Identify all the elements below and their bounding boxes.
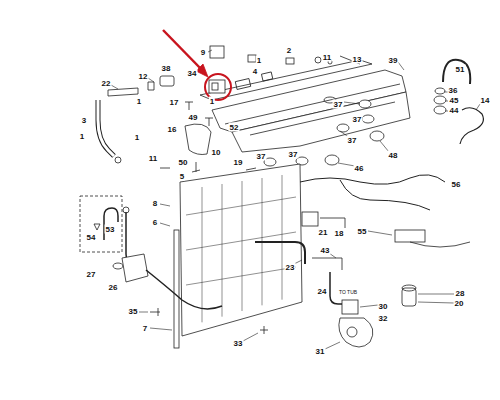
callout-number: 6: [152, 218, 158, 227]
callout-number: 37: [256, 152, 267, 161]
callout-number: 7: [142, 324, 148, 333]
callout-number: 17: [169, 98, 180, 107]
callout-number: 31: [315, 347, 326, 356]
callout-number: 11: [322, 53, 332, 62]
callout-number: 1: [134, 133, 140, 142]
callout-number: 21: [318, 228, 329, 237]
callout-number: TO TUB: [338, 289, 358, 295]
callout-number: 54: [86, 233, 97, 242]
callout-number: 43: [320, 246, 331, 255]
callout-number: 8: [152, 199, 158, 208]
callout-number: 2: [286, 46, 292, 55]
callout-number: 33: [233, 339, 244, 348]
callout-number: 53: [105, 225, 116, 234]
callout-number: 5: [179, 172, 185, 181]
callout-number: 9: [200, 48, 206, 57]
callout-number: 3: [81, 116, 87, 125]
callout-number: 30: [378, 302, 389, 311]
callout-number: 19: [233, 158, 244, 167]
callout-number: 52: [229, 123, 240, 132]
callout-number: 11: [148, 154, 158, 163]
callout-number: 1: [136, 97, 142, 106]
panel-rib: [242, 181, 243, 311]
panel-rib: [186, 267, 296, 285]
callout-number: 14: [480, 96, 491, 105]
knobs: [264, 88, 446, 166]
callout-number: 27: [86, 270, 97, 279]
callout-number: 37: [288, 150, 299, 159]
callout-number: 35: [128, 307, 139, 316]
callout-number: 4: [252, 67, 258, 76]
panel-rib: [282, 175, 283, 300]
switch-part: [209, 80, 225, 93]
callout-number: 37: [352, 115, 363, 124]
leader-lines: [111, 50, 480, 349]
callout-number: 32: [378, 314, 389, 323]
panel-rib: [202, 187, 203, 322]
callout-number: 34: [187, 69, 198, 78]
callout-number: 20: [454, 299, 465, 308]
callout-number: 56: [451, 180, 462, 189]
callout-number: 1: [256, 56, 262, 65]
callout-number: 26: [108, 283, 119, 292]
callout-number: 28: [455, 289, 466, 298]
callout-number: 12: [138, 72, 149, 81]
callout-number: 48: [388, 151, 399, 160]
callout-number: 24: [317, 287, 328, 296]
callout-number: 37: [347, 136, 358, 145]
callout-number: 36: [448, 86, 459, 95]
callout-number: 38: [161, 64, 172, 73]
callout-number: 1: [79, 132, 85, 141]
back-panel: [180, 164, 302, 336]
callout-number: 49: [188, 113, 199, 122]
callout-number: 51: [455, 65, 466, 74]
callout-number: 10: [211, 148, 222, 157]
callout-number: 50: [178, 158, 189, 167]
callout-number: 39: [388, 56, 399, 65]
callout-number: 13: [352, 55, 363, 64]
callout-number: 45: [449, 96, 460, 105]
callout-number: 16: [167, 125, 178, 134]
panel-rib: [222, 184, 223, 317]
callout-number: 55: [357, 227, 368, 236]
callout-number: 37: [333, 100, 344, 109]
callout-number: 23: [285, 263, 296, 272]
callout-number: 46: [354, 164, 365, 173]
callout-number: 1: [209, 97, 215, 106]
callout-number: 18: [334, 229, 345, 238]
panel-rib: [186, 197, 296, 215]
callout-number: 22: [101, 79, 112, 88]
callout-number: 44: [449, 106, 460, 115]
pointer-arrowhead: [196, 64, 208, 77]
